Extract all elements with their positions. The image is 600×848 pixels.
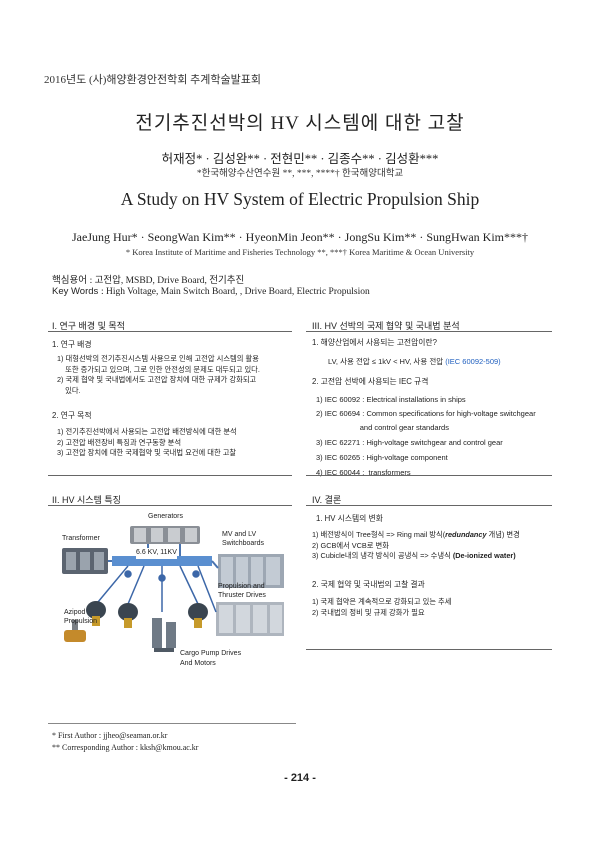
footnote-first-author: * First Author : jjheo@seaman.or.kr — [52, 731, 168, 740]
hv-definition-standard: (IEC 60092-509) — [445, 357, 501, 366]
generators-group — [130, 526, 200, 544]
switchboards-group — [216, 554, 284, 636]
fig-label-cargo: Cargo Pump Drives — [180, 650, 242, 657]
section-3-rule — [306, 331, 552, 332]
section-1-sub2-list: 1) 전기추진선박에서 사용되는 고전압 배전방식에 대한 분석 2) 고전압 … — [57, 427, 297, 459]
section-4-sub1: 1. HV 시스템의 변화 — [316, 514, 383, 523]
section-1-sub1: 1. 연구 배경 — [52, 340, 92, 349]
section-3-sub2: 2. 고전압 선박에 사용되는 IEC 규격 — [312, 377, 429, 386]
hv-definition: LV, 사용 전압 ≤ 1kV < HV, 사용 전압 (IEC 60092-5… — [328, 356, 501, 367]
fig-label-voltage: 6.6 KV, 11KV — [136, 548, 177, 559]
section-3-heading: III. HV 선박의 국제 협약 및 국내법 분석 — [312, 321, 460, 331]
list-item: 2) 국제 협약 및 국내법에서도 고전압 장치에 대한 규제가 강화되고 — [57, 375, 257, 384]
section-1-sub2: 2. 연구 목적 — [52, 411, 92, 420]
section-1-bottom-rule — [48, 475, 292, 476]
hv-definition-text: LV, 사용 전압 ≤ 1kV < HV, 사용 전압 — [328, 357, 444, 366]
paper-title-english: A Study on HV System of Electric Propuls… — [120, 189, 480, 209]
fig-label-propulsion: Propulsion and — [218, 583, 265, 590]
hv-system-diagram — [62, 526, 284, 652]
list-item: 1) 배전방식이 Tree형식 => Ring mail 방식(redundan… — [312, 530, 562, 541]
fig-label-switchboards: Switchboards — [222, 540, 265, 547]
authors-korean: 허재정* · 김성완** · 전현민** · 김종수** · 김성환*** — [161, 152, 439, 166]
section-4-sub2-list: 1) 국제 협약은 계속적으로 강화되고 있는 추세 2) 국내법의 정비 및 … — [312, 597, 562, 618]
fig-label-motors: And Motors — [180, 660, 216, 667]
section-1-sub1-list: 1) 대형선박의 전기추진시스템 사용으로 인해 고전압 시스템의 활용 또한 … — [57, 354, 297, 396]
fig-label-mv-lv: MV and LV — [222, 531, 257, 538]
list-item: 1) 대형선박의 전기추진시스템 사용으로 인해 고전압 시스템의 활용 — [57, 354, 259, 363]
section-1-heading: I. 연구 배경 및 목적 — [52, 321, 125, 331]
fig-label-azipod-propulsion: Propulsion — [64, 618, 98, 625]
list-item: 1) 국제 협약은 계속적으로 강화되고 있는 추세 — [312, 597, 452, 606]
keywords-english: Key Words : High Voltage, Main Switch Bo… — [52, 286, 370, 297]
section-4-rule — [306, 505, 552, 506]
list-item-text: 3) Cubicle내의 냉각 방식이 공냉식 => 수냉식 — [312, 551, 453, 560]
section-3-sub1: 1. 해양산업에서 사용되는 고전압이란? — [312, 338, 437, 347]
propulsion-motors — [86, 601, 208, 628]
footnote-rule — [48, 723, 296, 724]
fig-label-thruster: Thruster Drives — [218, 592, 266, 599]
keywords-english-text: : High Voltage, Main Switch Board, , Dri… — [100, 287, 370, 297]
fig-label-transformer: Transformer — [62, 535, 100, 542]
section-2-heading: II. HV 시스템 특징 — [52, 495, 121, 505]
list-item: 1) 전기추진선박에서 사용되는 고전압 배전방식에 대한 분석 — [57, 427, 237, 436]
section-4-heading: IV. 결론 — [312, 495, 342, 505]
list-item: 1) IEC 60092 : Electrical installations … — [316, 395, 466, 404]
redundancy-term: redundancy — [445, 530, 487, 539]
list-item: 있다. — [57, 385, 81, 395]
transformer-group — [62, 548, 108, 574]
section-2-rule — [48, 505, 292, 506]
page-number: - 214 - — [284, 772, 316, 784]
list-item: 또한 증가되고 있으며, 그로 인한 안전성의 문제도 대두되고 있다. — [57, 364, 260, 374]
hv-system-figure: Generators Transformer MV and LV Switchb… — [58, 512, 288, 680]
affiliation-korean: *한국해양수산연수원 **, ***, ****† 한국해양대학교 — [196, 169, 404, 179]
section-1-rule — [48, 331, 292, 332]
paper-title-korean: 전기추진선박의 HV 시스템에 대한 고찰 — [135, 113, 465, 134]
conference-header: 2016년도 (사)해양환경안전학회 추계학술발표회 — [44, 74, 261, 86]
list-item: and control gear standards — [316, 423, 449, 432]
cargo-pump-drives — [152, 618, 176, 652]
list-item: 2) 국내법의 정비 및 규제 강화가 필요 — [312, 607, 425, 617]
fig-label-azipod: Azipod — [64, 609, 86, 616]
list-item: 3) IEC 62271 : High-voltage switchgear a… — [316, 438, 503, 447]
list-item: 2) GCB에서 VCB로 변화 — [312, 540, 389, 550]
deionized-water-term: (De-ionized water) — [452, 551, 516, 560]
list-item: 2) 고전압 배전장비 특징과 연구동향 분석 — [57, 437, 182, 447]
branch-lines — [97, 565, 217, 613]
azipod-unit — [64, 620, 86, 642]
keywords-korean-label: 핵심용어 — [52, 275, 87, 286]
keywords-korean-text: : 고전압, MSBD, Drive Board, 전기추진 — [89, 276, 245, 286]
list-item: 2) IEC 60694 : Common specifications for… — [316, 409, 536, 418]
section-4-bottom-rule — [306, 649, 552, 650]
list-item: 3) 고전압 장치에 대한 국제협약 및 국내법 요건에 대한 고찰 — [57, 448, 237, 457]
iec-standards-list: 1) IEC 60092 : Electrical installations … — [316, 392, 556, 480]
section-4-sub1-list: 1) 배전방식이 Tree형식 => Ring mail 방식(redundan… — [312, 530, 562, 562]
section-3-bottom-rule — [306, 475, 552, 476]
authors-english: JaeJung Hur* · SeongWan Kim** · HyeonMin… — [72, 230, 528, 244]
footnote-corresponding-author: ** Corresponding Author : kksh@kmou.ac.k… — [52, 743, 199, 752]
keywords-korean: 핵심용어 : 고전압, MSBD, Drive Board, 전기추진 — [52, 272, 244, 286]
list-item: 3) IEC 60265 : High-voltage component — [316, 453, 448, 462]
fig-label-generators: Generators — [148, 513, 184, 520]
list-item: 4) IEC 60044 : transformers — [316, 468, 411, 477]
keywords-english-label: Key Words — [52, 286, 99, 297]
affiliation-english: * Korea Institute of Maritime and Fisher… — [125, 247, 475, 257]
section-4-sub2: 2. 국제 협약 및 국내법의 고찰 결과 — [312, 580, 425, 589]
list-item-text: 1) 배전방식이 Tree형식 => Ring mail 방식( — [312, 530, 446, 539]
list-item-text: 개념) 변경 — [486, 530, 520, 539]
list-item: 3) Cubicle내의 냉각 방식이 공냉식 => 수냉식 (De-ioniz… — [312, 551, 562, 562]
